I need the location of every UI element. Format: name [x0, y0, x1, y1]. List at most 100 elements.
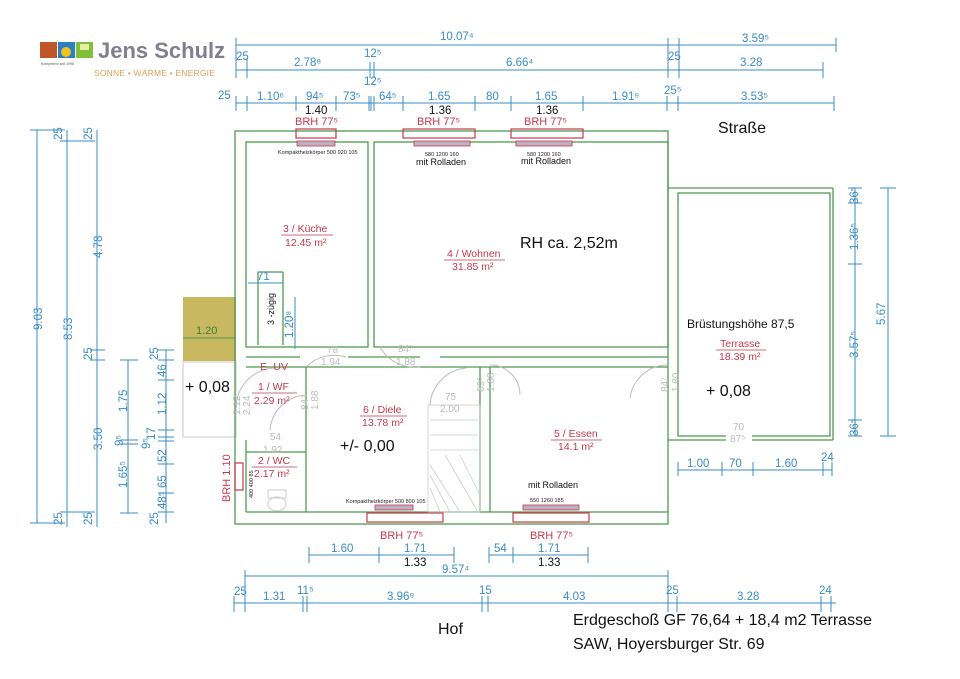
level-terrace: + 0,08	[706, 383, 751, 400]
dim-left5-8: 25	[149, 512, 161, 525]
dim-r4-0: 25	[218, 90, 231, 102]
toilet-icon	[267, 489, 287, 512]
room-wc-area: 2.17 m²	[254, 468, 290, 480]
dim-left4-gap: 9⁵	[114, 435, 126, 446]
dim-left5-5: 52	[157, 449, 169, 462]
dim-left5-2: 1.12	[157, 393, 169, 415]
bottom-r2-2: 11⁵	[297, 585, 314, 597]
bottom-r2-7: 3.28	[737, 591, 759, 603]
terrace-dim-0: 1.00	[687, 458, 709, 470]
room-wf: 1 / WF 2.29 m²	[252, 381, 297, 407]
window-brh-3: BRH 77⁵	[524, 116, 567, 128]
logo-small-text: Kompetenz seit 1998	[41, 62, 74, 66]
door-9-w: 70	[733, 422, 745, 433]
room-wc-name: 2 / WC	[258, 455, 291, 467]
doors	[235, 346, 752, 442]
window-width-2: 1.36	[429, 105, 451, 117]
door-8-w: 1.12	[232, 395, 243, 415]
room-terrace-name: Terrasse	[720, 338, 760, 350]
dim-right-2: 3.57⁵	[849, 331, 861, 358]
dim-left5-0: 25	[149, 347, 161, 360]
room-dining: 5 / Essen 14.1 m²	[551, 428, 602, 453]
bottom-window-brh-2: BRH 77⁵	[530, 530, 573, 542]
bottom-r2-8: 24	[819, 585, 832, 597]
room-wc: 2 / WC 2.17 m²	[252, 455, 297, 480]
door-1-h: 1.94	[321, 357, 341, 368]
dim-r4-5: 1.65	[428, 91, 450, 103]
logo-company-name: Jens Schulz	[98, 38, 226, 63]
door-2-h: 1.88	[396, 357, 416, 368]
radiator-living-2: 580 1200 160	[527, 152, 561, 158]
company-logo	[40, 40, 96, 67]
door-4-h: 1.88	[486, 372, 497, 392]
window-width-3: 1.36	[536, 105, 558, 117]
bottom-r2-4: 15	[479, 585, 492, 597]
room-dining-name: 5 / Essen	[554, 428, 598, 440]
door-7-h: 1.92	[263, 445, 283, 456]
room-height-note: RH ca. 2,52m	[520, 235, 618, 252]
right-dimension-lines	[848, 187, 896, 437]
dim-top-total: 10.07⁴	[440, 31, 474, 43]
bottom-dim-1: 1.71	[404, 543, 426, 555]
dim-r4-4: 64⁵	[379, 91, 397, 103]
door-4-w: 69⁵	[476, 377, 487, 392]
dim-r4-1: 1.10⁶	[257, 91, 284, 103]
dim-left5-4: 9⁵	[141, 438, 153, 449]
bottom-sub-1: 1.33	[538, 557, 560, 569]
terrace-dim-1: 70	[729, 458, 742, 470]
door-1-w: 78	[327, 345, 339, 356]
room-hall-area: 13.78 m²	[362, 417, 404, 429]
logo-tagline: SONNE • WÄRME • ENERGIE	[94, 68, 216, 78]
door-9-h: 87⁵	[730, 434, 745, 445]
bottom-total: 9.57⁴	[442, 564, 469, 576]
dim-top-25-a: 25	[236, 51, 249, 63]
dim-left-25-a: 25	[53, 127, 65, 140]
dim-left3-upper: 4.78	[93, 236, 105, 258]
dim-right-1: 1.36⁵	[849, 223, 861, 250]
bottom-r2-6: 25	[666, 585, 679, 597]
bottom-dim-0: 1.60	[331, 543, 353, 555]
entrance-landing	[182, 361, 237, 438]
door-5-h: 1.80	[671, 372, 682, 392]
door-3-w: 75	[445, 392, 457, 403]
terrace-dim-3: 24	[821, 452, 834, 464]
level-ground: +/- 0,00	[340, 438, 395, 455]
dim-left-total: 9.03	[33, 308, 45, 330]
window-brh-1: BRH 77⁵	[295, 116, 338, 128]
radiators	[296, 140, 580, 511]
door-3-h: 2.00	[440, 404, 460, 415]
windows-top	[234, 128, 590, 523]
room-kitchen-area: 12.45 m²	[285, 237, 327, 249]
bottom-dimension-lines	[233, 547, 836, 612]
logo-image-icon	[40, 42, 93, 58]
bottom-r2-1: 1.31	[263, 591, 285, 603]
bottom-sub-0: 1.33	[404, 557, 426, 569]
room-hall: 6 / Diele 13.78 m²	[360, 404, 407, 429]
footer-title: Erdgeschoß GF 76,64 + 18,4 m2 Terrasse	[573, 612, 872, 629]
canopy-dim: 1.20	[196, 325, 217, 337]
dim-r4-6: 80	[486, 91, 499, 103]
top-dimension-lines	[235, 38, 837, 111]
dim-left-inner: 8.53	[63, 318, 75, 340]
door-2-w: 84⁷	[398, 344, 413, 355]
radiator-dining: 550 1260 185	[530, 498, 564, 504]
radiator-kitchen: Kompaktheizkörper 500 920 105	[278, 150, 358, 156]
bottom-dim-3: 1.71	[538, 543, 560, 555]
chimney-label: 3 -zügig	[266, 293, 276, 325]
terrace-dim-2: 1.60	[775, 458, 797, 470]
dim-left-25-b: 25	[53, 512, 65, 525]
parapet-note: Brüstungshöhe 87,5	[687, 317, 795, 331]
dim-left5-1: 46	[157, 364, 169, 377]
dim-left3-25-b: 25	[83, 347, 95, 360]
dim-left5-3: 17	[146, 427, 158, 440]
dim-top-kitchen: 2.78⁸	[294, 57, 321, 69]
dim-r4-9: 25⁵	[664, 85, 682, 97]
bottom-r2-5: 4.03	[563, 591, 585, 603]
room-wf-name: 1 / WF	[258, 381, 289, 393]
dim-right-0: 36⁵	[849, 186, 861, 204]
label-street: Straße	[718, 120, 766, 137]
chimney-height: 1.20⁸	[284, 311, 296, 338]
dim-r4-8: 1.91⁹	[612, 91, 639, 103]
dim-left5-6: 65	[157, 475, 169, 488]
dim-top-wall-a: 12⁵	[364, 48, 382, 60]
